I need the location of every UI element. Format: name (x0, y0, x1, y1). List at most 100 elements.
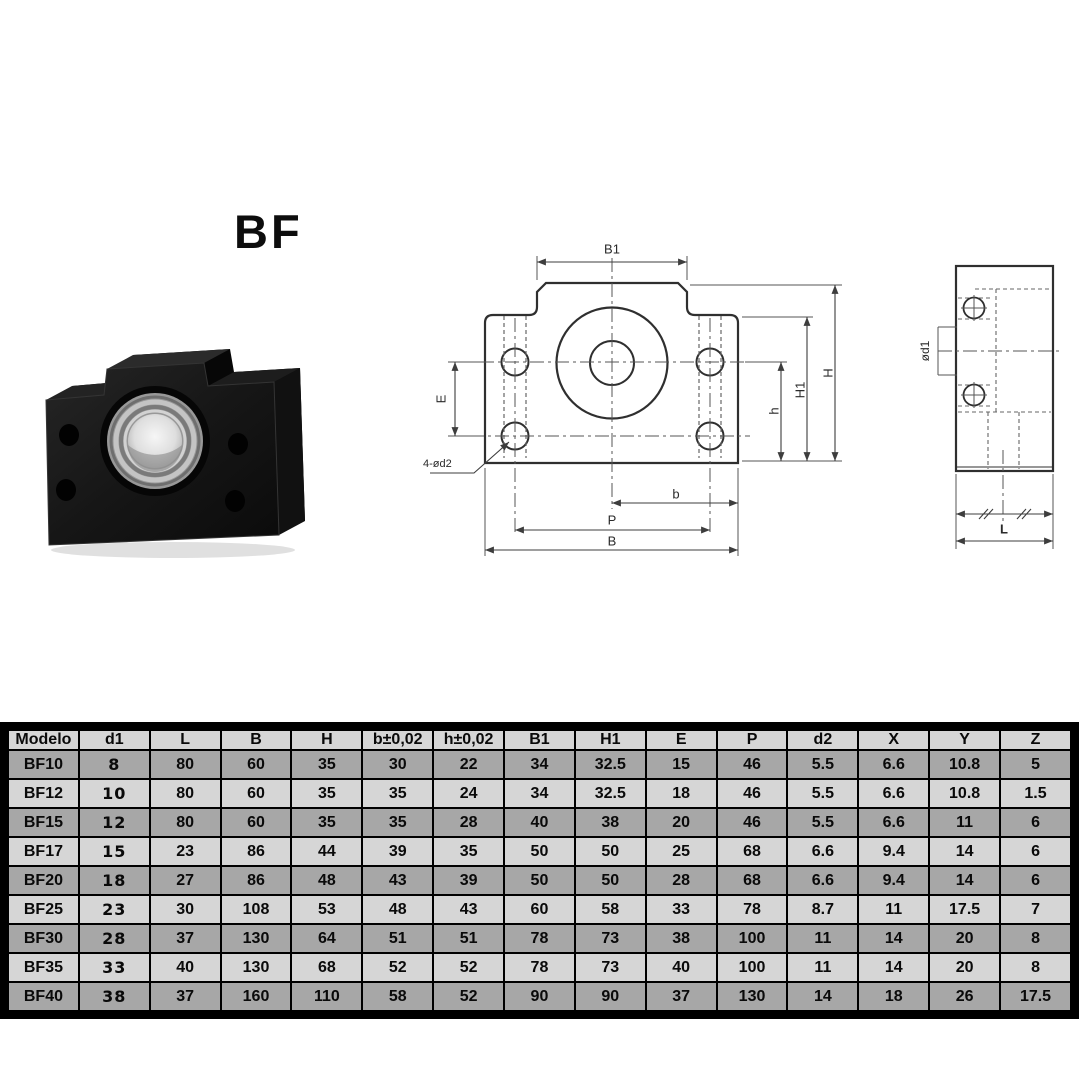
value-cell: 33 (644, 894, 718, 925)
value-cell: 35 (361, 778, 435, 809)
value-cell: 108 (219, 894, 293, 925)
value-cell: 8 (999, 923, 1072, 954)
value-cell: 20 (644, 807, 718, 838)
model-cell: BF12 (7, 778, 80, 809)
value-cell: 60 (219, 778, 293, 809)
value-cell: 86 (219, 865, 293, 896)
model-cell: BF20 (7, 865, 80, 896)
column-header: Y (928, 729, 1002, 751)
value-cell: 60 (503, 894, 576, 925)
value-cell: 160 (219, 981, 293, 1012)
column-header: E (644, 729, 718, 751)
value-cell: 73 (573, 923, 647, 954)
value-cell: 20 (928, 952, 1002, 983)
bolt-hole (56, 479, 76, 501)
value-cell: 6 (999, 865, 1072, 896)
dim-label-P: P (607, 512, 617, 528)
column-header: H1 (573, 729, 647, 751)
value-cell: 22 (432, 749, 506, 780)
value-cell: 11 (786, 923, 860, 954)
value-cell: 14 (857, 952, 931, 983)
value-cell: 46 (715, 778, 789, 809)
value-cell: 51 (361, 923, 435, 954)
value-cell: 9.4 (857, 865, 931, 896)
value-cell: 80 (148, 778, 222, 809)
value-cell: 43 (361, 865, 435, 896)
page-title: BF (234, 205, 303, 258)
value-cell: 30 (148, 894, 222, 925)
dim-label-H: H (820, 368, 836, 378)
dim-label-h: h (766, 407, 782, 415)
column-header: H (290, 729, 364, 751)
value-cell: 5.5 (786, 807, 860, 838)
value-cell: 6.6 (857, 749, 931, 780)
value-cell: 33 (77, 952, 151, 983)
value-cell: 110 (290, 981, 364, 1012)
value-cell: 17.5 (928, 894, 1002, 925)
side-view-drawing (937, 264, 1062, 549)
model-cell: BF35 (7, 952, 80, 983)
value-cell: 14 (857, 923, 931, 954)
bolt-hole (225, 490, 245, 512)
value-cell: 68 (715, 865, 789, 896)
dim-label-b: b (672, 486, 680, 502)
dim-label-B1: B1 (604, 241, 620, 257)
value-cell: 27 (148, 865, 222, 896)
value-cell: 8 (77, 749, 151, 780)
value-cell: 10.8 (928, 749, 1002, 780)
value-cell: 30 (361, 749, 435, 780)
value-cell: 78 (715, 894, 789, 925)
value-cell: 8 (999, 952, 1072, 983)
value-cell: 78 (503, 952, 576, 983)
model-cell: BF17 (7, 836, 80, 867)
value-cell: 38 (644, 923, 718, 954)
value-cell: 50 (573, 865, 647, 896)
front-view-drawing (430, 256, 842, 556)
value-cell: 60 (219, 807, 293, 838)
value-cell: 43 (432, 894, 506, 925)
value-cell: 15 (644, 749, 718, 780)
model-cell: BF25 (7, 894, 80, 925)
value-cell: 40 (503, 807, 576, 838)
value-cell: 12 (77, 807, 151, 838)
value-cell: 64 (290, 923, 364, 954)
column-header: d1 (77, 729, 151, 751)
value-cell: 18 (77, 865, 151, 896)
value-cell: 26 (928, 981, 1002, 1012)
value-cell: 50 (573, 836, 647, 867)
value-cell: 23 (148, 836, 222, 867)
value-cell: 130 (715, 981, 789, 1012)
value-cell: 6.6 (786, 836, 860, 867)
value-cell: 68 (290, 952, 364, 983)
value-cell: 5.5 (786, 749, 860, 780)
value-cell: 14 (928, 865, 1002, 896)
value-cell: 6 (999, 807, 1072, 838)
value-cell: 38 (573, 807, 647, 838)
dim-label-H1: H1 (792, 381, 808, 399)
column-header: Modelo (7, 729, 80, 751)
value-cell: 35 (361, 807, 435, 838)
value-cell: 50 (503, 836, 576, 867)
column-header: Z (999, 729, 1072, 751)
value-cell: 18 (644, 778, 718, 809)
value-cell: 37 (148, 923, 222, 954)
value-cell: 24 (432, 778, 506, 809)
column-header: h±0,02 (432, 729, 506, 751)
value-cell: 32.5 (573, 778, 647, 809)
value-cell: 73 (573, 952, 647, 983)
dim-label-L: L (1000, 521, 1008, 537)
value-cell: 68 (715, 836, 789, 867)
value-cell: 50 (503, 865, 576, 896)
value-cell: 14 (928, 836, 1002, 867)
column-header: B (219, 729, 293, 751)
value-cell: 6.6 (786, 865, 860, 896)
value-cell: 90 (503, 981, 576, 1012)
value-cell: 5 (999, 749, 1072, 780)
value-cell: 1.5 (999, 778, 1072, 809)
value-cell: 39 (432, 865, 506, 896)
